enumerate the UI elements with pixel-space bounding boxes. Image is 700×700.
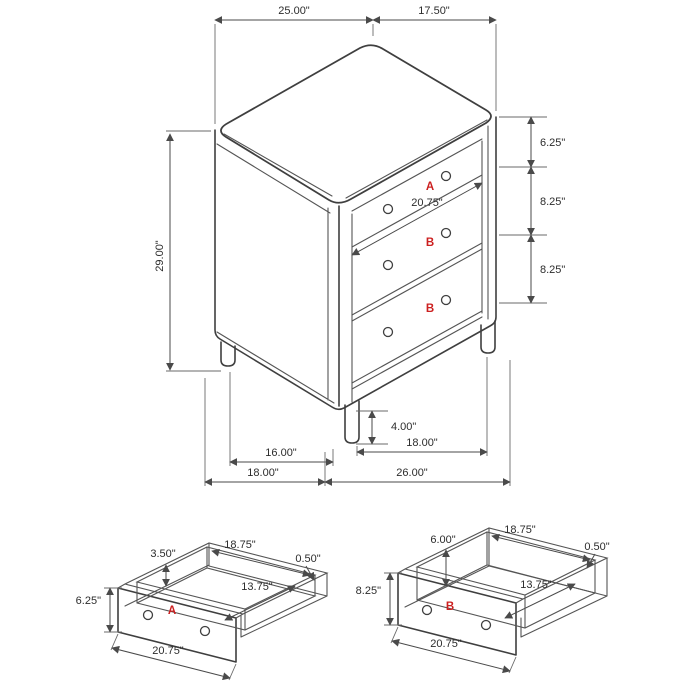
dim-leg-span-side: 16.00" [229,372,334,466]
dim-leg-span-side-label: 16.00" [265,447,297,459]
dim-a-side-height-label: 3.50" [150,548,175,560]
extension-lines [104,587,122,633]
dim-b-front-width: 20.75" [390,626,517,674]
chest-leg-back-left [220,341,236,367]
chest-leg-front-left [344,400,360,444]
dim-a-inner-depth-label: 13.75" [241,581,273,593]
drawer-b-interior [416,531,597,629]
dim-leg-height-label: 4.00" [391,421,416,433]
chest-drawer-b1-label: B [426,237,434,249]
dim-b-inner-depth: 13.75" [504,579,576,619]
knob-icon [480,619,492,631]
chest-dimensions: 25.00" 17.50" 29.00" 6.25" 8.25" 8.25" 2… [154,5,565,486]
dim-b-wall-thickness: 0.50" [584,541,610,569]
dim-leg-span-front-label: 18.00" [406,437,438,449]
drawer-a-detail: A 6.25" 3.50" 18.75" 0.50" 13.75" 20.75" [76,539,329,681]
knob-icon [382,203,394,215]
extension-lines [499,116,547,304]
dim-b-side-height-label: 6.00" [430,534,455,546]
dim-line [111,645,231,681]
extension-lines [166,130,221,372]
dim-b-inner-depth-label: 13.75" [520,579,552,591]
dim-section-bot-label: 8.25" [540,264,565,276]
dim-line [391,638,511,674]
dim-a-wall-thickness-label: 0.50" [295,553,320,565]
dim-line [491,533,591,563]
dim-a-wall-thickness: 0.50" [295,553,321,581]
dim-b-inner-width: 18.75" [491,524,591,563]
dim-overall-width: 26.00" [324,467,511,486]
drawer-b-front-panel [397,572,517,656]
dim-b-inner-width-label: 18.75" [504,524,536,536]
dim-section-top-label: 6.25" [540,137,565,149]
drawer-a-front-panel [117,587,237,663]
dim-line [211,548,311,578]
drawer-a-interior [136,546,317,631]
knob-icon [382,259,394,271]
dim-a-inner-width-label: 18.75" [224,539,256,551]
chest-top-face [220,44,492,204]
dim-height: 29.00" [154,130,221,372]
dim-top-width: 25.00" [214,5,374,124]
dim-a-front-width: 20.75" [110,633,237,681]
dim-top-width-label: 25.00" [278,5,310,17]
knob-icon [440,227,452,239]
dim-a-inner-width: 18.75" [211,539,311,578]
knob-icon [142,609,154,621]
dim-top-depth-label: 17.50" [418,5,450,17]
dim-line [504,583,576,619]
dim-a-inner-depth: 13.75" [224,581,296,621]
dim-a-side-height: 3.50" [150,548,176,587]
dim-b-front-width-label: 20.75" [430,638,462,650]
chest-drawer-a-label: A [426,181,434,193]
knob-icon [382,326,394,338]
dim-drawer-front-width: 20.75" [351,182,483,256]
dim-b-front-height-label: 8.25" [356,585,381,597]
knob-icon [199,625,211,637]
dim-leg-height: 4.00" [356,410,416,445]
dim-top-depth: 17.50" [372,5,497,111]
leader-line [305,565,315,581]
chest-leg-front-right [480,320,496,354]
dim-section-mid-label: 8.25" [540,196,565,208]
knob-icon [440,170,452,182]
dim-b-side-height: 6.00" [430,534,456,587]
extension-lines [384,572,402,626]
extension-lines [214,24,374,124]
chest-drawer-b2-label: B [426,303,434,315]
drawer-a-label: A [168,605,176,617]
chest-line-art: A B B [214,44,497,444]
dim-overall-depth: 18.00" [204,360,511,486]
dim-b-front-height: 8.25" [356,572,402,626]
dim-a-front-height-label: 6.25" [76,595,101,607]
drawer-b-label: B [446,601,454,613]
dim-a-front-height: 6.25" [76,587,122,633]
dim-right-sections: 6.25" 8.25" 8.25" [499,116,565,304]
dim-overall-depth-label: 18.00" [247,467,279,479]
dim-drawer-front-width-label: 20.75" [411,197,443,209]
drawer-b-detail: B 8.25" 6.00" 18.75" 0.50" 13.75" 20.75" [356,524,610,674]
dim-a-front-width-label: 20.75" [152,645,184,657]
dim-leg-span-front: 18.00" [356,357,488,456]
dim-height-label: 29.00" [154,240,166,272]
leader-line [586,553,596,569]
knob-icon [421,604,433,616]
knob-icon [440,294,452,306]
dim-b-wall-thickness-label: 0.50" [584,541,609,553]
dim-line [224,585,296,621]
dim-line [351,182,483,256]
dim-overall-width-label: 26.00" [396,467,428,479]
